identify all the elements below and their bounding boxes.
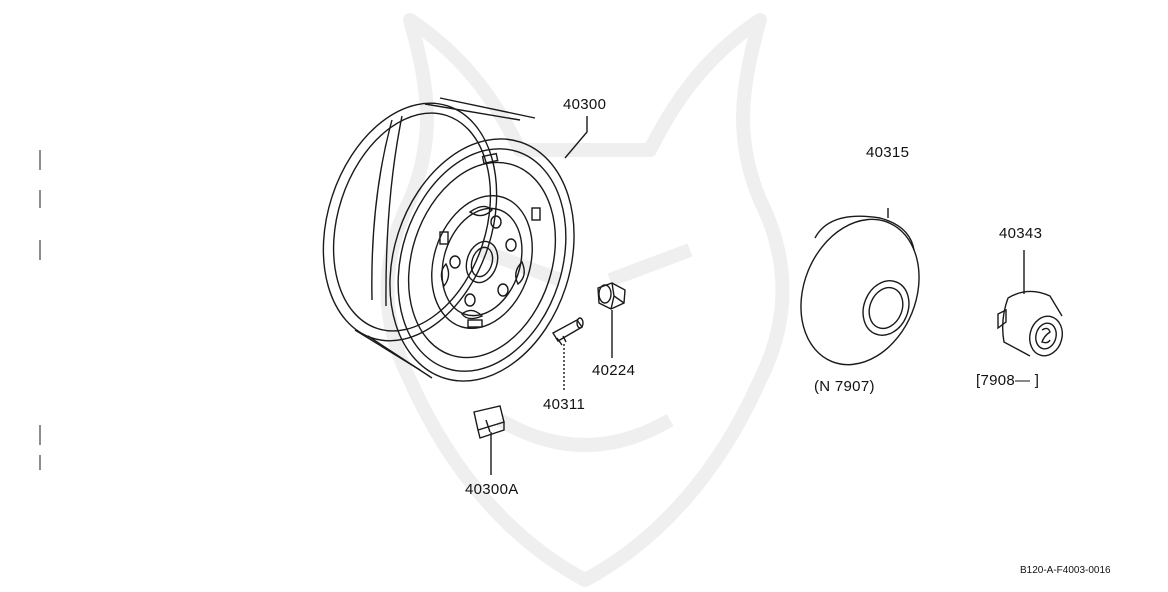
part-number-40311[interactable]: 40311: [543, 396, 586, 413]
wheel-nut-drawing: [597, 282, 626, 358]
part-number-40224[interactable]: 40224: [592, 362, 636, 379]
balance-weight-drawing: [473, 405, 505, 475]
part-number-40315[interactable]: 40315: [866, 144, 910, 161]
part-number-40300A[interactable]: 40300A: [465, 481, 519, 498]
center-cap-range-note: [7908— ]: [976, 372, 1040, 389]
leader-40300: [564, 116, 588, 159]
diagram-code: B120-A-F4003-0016: [1020, 565, 1111, 576]
center-cap-drawing: [997, 250, 1063, 357]
disc-wheel-drawing: [322, 97, 575, 382]
part-number-40300[interactable]: 40300: [563, 96, 607, 113]
valve-stem-drawing: [552, 317, 584, 390]
part-number-40343[interactable]: 40343: [999, 225, 1043, 242]
hub-cap-range-note: (N 7907): [814, 378, 875, 395]
hub-cap-drawing: [800, 208, 920, 366]
